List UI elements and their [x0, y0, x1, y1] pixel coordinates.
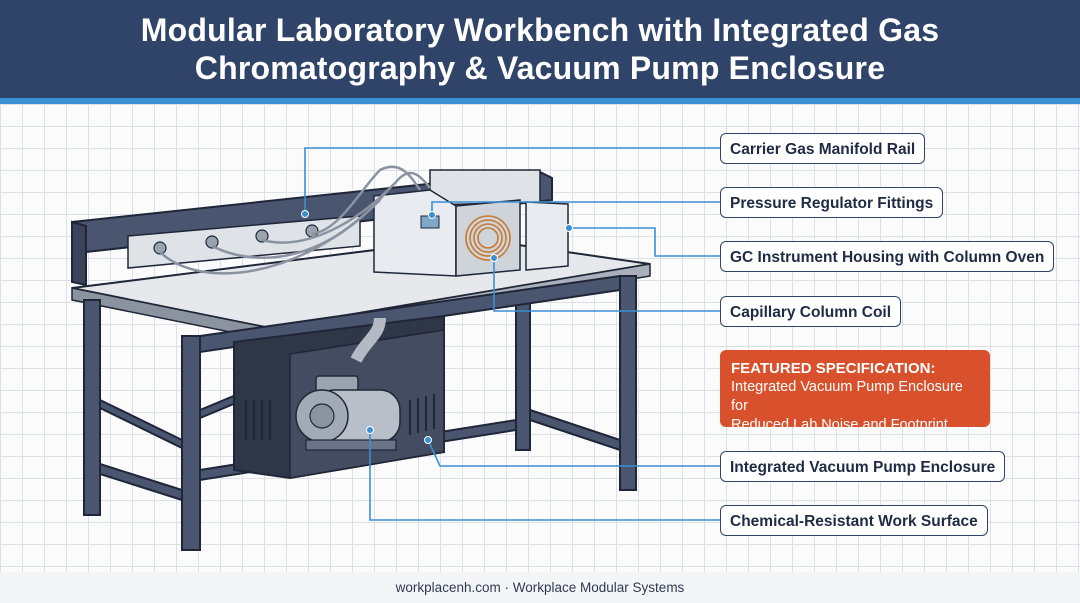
callout-gc-instrument-housing: GC Instrument Housing with Column Oven	[720, 241, 1055, 272]
leader-lines	[304, 147, 720, 521]
page-footer: workplacenh.com · Workplace Modular Syst…	[0, 572, 1080, 603]
featured-title: FEATURED SPECIFICATION:	[731, 360, 936, 377]
featured-body-line-1: Integrated Vacuum Pump Enclosure for	[731, 379, 963, 414]
page-header: Modular Laboratory Workbench with Integr…	[0, 0, 1080, 104]
manifold-rail	[127, 215, 361, 269]
leader-dots	[301, 210, 573, 444]
footer-site: workplacenh.com	[395, 580, 501, 595]
page-title-line-2: Chromatography & Vacuum Pump Enclosure	[194, 50, 886, 86]
vacuum-hose	[350, 317, 386, 363]
featured-body-line-2: Reduced Lab Noise and Footprint	[731, 417, 948, 433]
capillary-column-coil	[465, 215, 511, 261]
upstand-end	[71, 220, 87, 287]
featured-specification-box: FEATURED SPECIFICATION: Integrated Vacuu…	[720, 350, 990, 433]
footer-company: Workplace Modular Systems	[512, 580, 685, 595]
pump-base	[305, 439, 397, 451]
callout-integrated-vacuum-pump-enclosure: Integrated Vacuum Pump Enclosure	[720, 451, 1006, 482]
page-title-line-1: Modular Laboratory Workbench with Integr…	[140, 12, 940, 48]
callout-pressure-regulator-fittings: Pressure Regulator Fittings	[720, 187, 944, 218]
gc-housing	[373, 189, 457, 277]
gc-oven-door	[525, 201, 569, 271]
callout-chemical-resistant-work-surface: Chemical-Resistant Work Surface	[720, 505, 988, 536]
enclosure-vents	[245, 394, 435, 440]
pump-fan-hub	[309, 403, 335, 429]
gas-lines	[159, 165, 431, 275]
callout-capillary-column-coil: Capillary Column Coil	[720, 296, 902, 327]
callout-carrier-gas-manifold-rail: Carrier Gas Manifold Rail	[720, 133, 926, 164]
footer-separator: ·	[504, 580, 509, 595]
